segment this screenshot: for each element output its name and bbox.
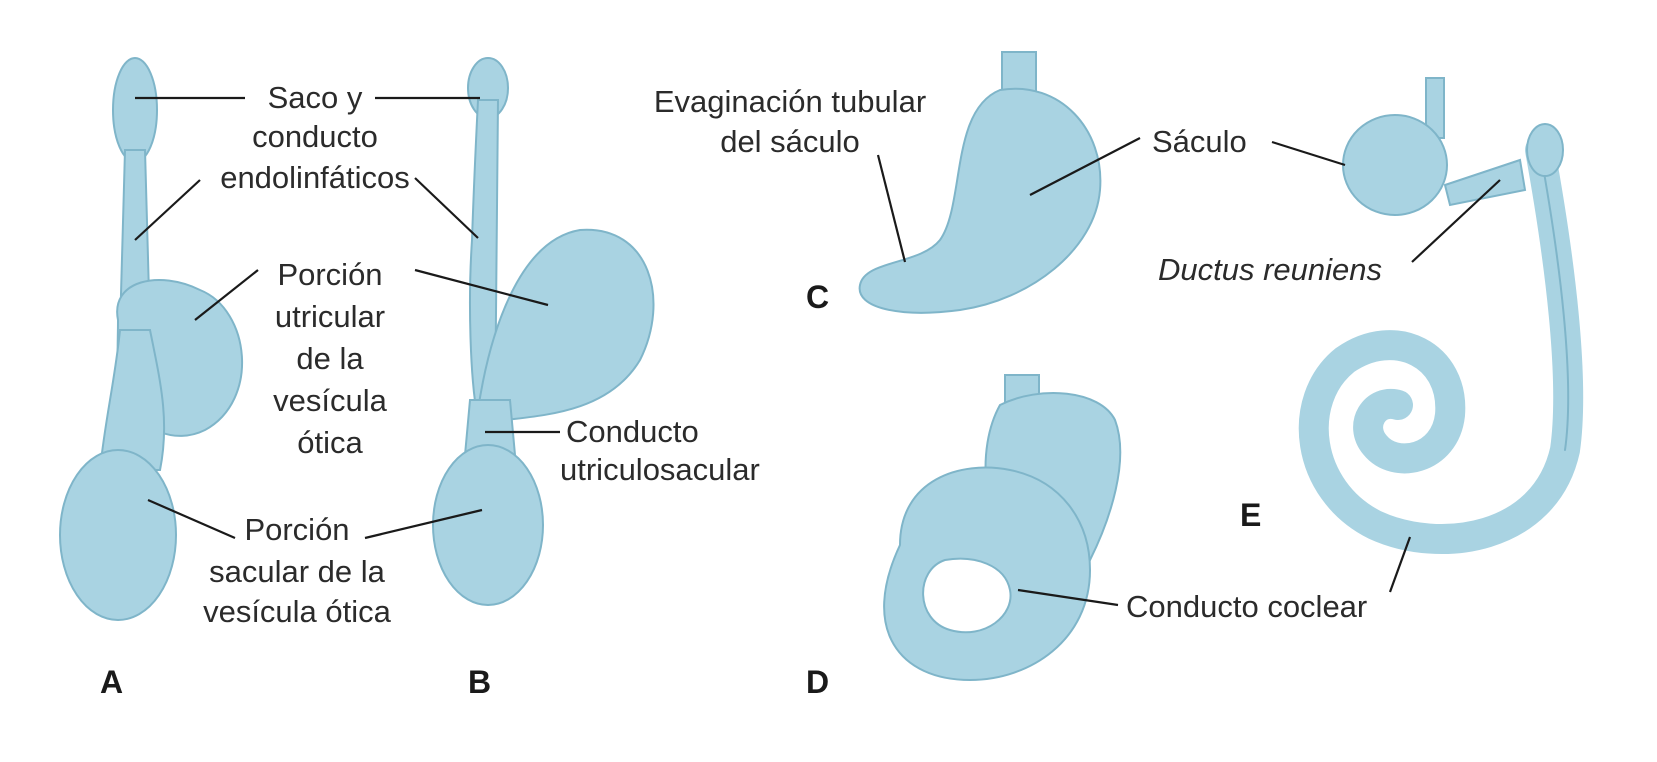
leader-lines [134,96,1501,607]
panel-a-structure [59,57,244,621]
label-sacular-3: vesícula ótica [203,594,392,629]
label-utricular-5: ótica [297,425,363,460]
label-evaginacion-2: del sáculo [720,124,860,159]
panel-label-e: E [1240,497,1261,533]
label-utricular-4: vesícula [273,383,387,418]
panel-d-structure [883,374,1122,682]
label-conducto-coclear: Conducto coclear [1126,589,1367,624]
label-utricular-3: de la [296,341,364,376]
label-utriculosacular-2: utriculosacular [560,452,760,487]
label-utricular-1: Porción [277,257,382,292]
panel-label-b: B [468,664,491,700]
panel-b-structure [432,57,655,606]
label-saco-1: Saco y [268,80,363,115]
label-evaginacion-1: Evaginación tubular [654,84,926,119]
panel-label-a: A [100,664,123,700]
panel-e-structure [1298,77,1584,555]
label-saco-3: endolinfáticos [220,160,410,195]
labels: Saco y conducto endolinfáticos Porción u… [100,80,1382,700]
label-sacular-2: sacular de la [209,554,386,589]
label-saculo: Sáculo [1152,124,1247,159]
label-utricular-2: utricular [275,299,385,334]
panel-c-structure [858,51,1102,314]
panel-label-d: D [806,664,829,700]
label-ductus-reuniens: Ductus reuniens [1158,252,1382,287]
panel-label-c: C [806,279,829,315]
label-saco-2: conducto [252,119,378,154]
label-sacular-1: Porción [244,512,349,547]
label-utriculosacular-1: Conducto [566,414,699,449]
